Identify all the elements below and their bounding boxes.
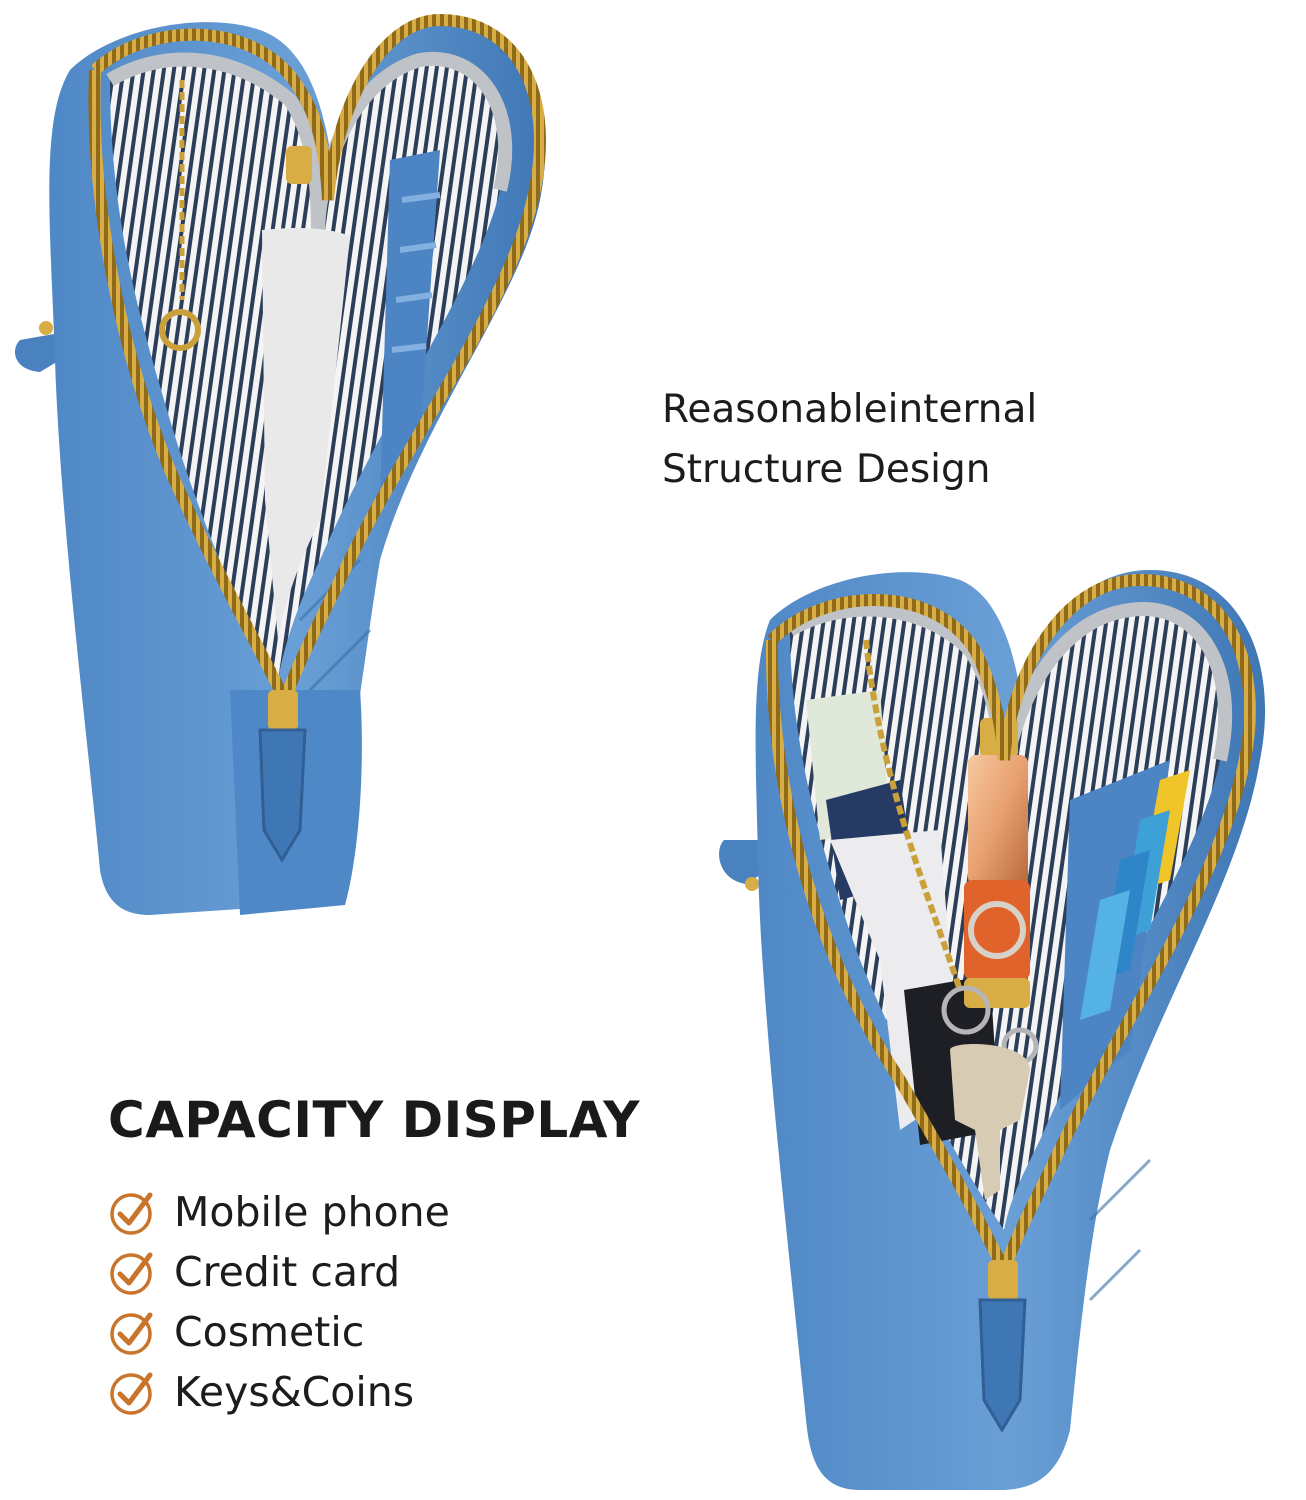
checkmark-icon (110, 1312, 153, 1355)
capacity-item-label: Keys&Coins (174, 1368, 415, 1416)
lipstick (964, 718, 1030, 1008)
capacity-title: CAPACITY DISPLAY (108, 1091, 640, 1149)
capacity-item-cosmetic: Cosmetic (108, 1302, 450, 1362)
capacity-item-label: Credit card (174, 1248, 401, 1296)
capacity-item-label: Mobile phone (174, 1188, 450, 1236)
checkmark-icon (110, 1192, 153, 1235)
capacity-item-credit-card: Credit card (108, 1242, 450, 1302)
checkmark-icon (110, 1372, 153, 1415)
right-bag (719, 570, 1266, 1490)
keys (941, 985, 1039, 1200)
feature-headline-line2: Structure Design (662, 447, 991, 492)
capacity-list: Mobile phone Credit card Cosmetic Keys&C… (108, 1182, 450, 1422)
capacity-item-keys-coins: Keys&Coins (108, 1362, 450, 1422)
capacity-item-label: Cosmetic (174, 1308, 365, 1356)
capacity-item-mobile-phone: Mobile phone (108, 1182, 450, 1242)
checkmark-icon (110, 1252, 153, 1295)
feature-headline: Reasonableinternal Structure Design (662, 380, 1037, 500)
left-bag (14, 13, 546, 915)
feature-headline-line1: Reasonableinternal (662, 387, 1038, 432)
